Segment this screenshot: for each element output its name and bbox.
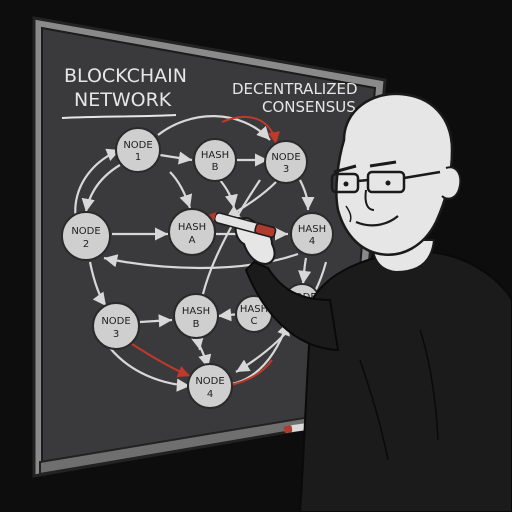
node-node3-left: NODE 3 <box>92 302 140 350</box>
node-node4: NODE 4 <box>187 363 233 409</box>
left-eye <box>343 181 349 187</box>
svg-text:HASH: HASH <box>178 222 206 233</box>
ear <box>441 166 462 200</box>
svg-text:HASH: HASH <box>182 306 210 317</box>
right-eyebrow <box>369 160 397 168</box>
svg-text:A: A <box>189 235 196 246</box>
svg-text:C: C <box>251 316 258 327</box>
svg-text:4: 4 <box>309 236 315 247</box>
svg-text:B: B <box>212 162 219 173</box>
left-eyebrow <box>333 164 357 174</box>
svg-text:NODE: NODE <box>101 316 130 327</box>
svg-text:B: B <box>193 319 200 330</box>
svg-text:2: 2 <box>83 239 89 250</box>
svg-text:NODE: NODE <box>123 140 152 151</box>
person <box>209 92 512 512</box>
node-node2: NODE 2 <box>61 211 111 261</box>
svg-text:3: 3 <box>283 164 289 175</box>
right-eye <box>385 180 391 186</box>
svg-text:NODE: NODE <box>71 226 100 237</box>
svg-text:HASH: HASH <box>240 304 268 315</box>
svg-text:HASH: HASH <box>298 224 326 235</box>
title-underline <box>61 114 177 119</box>
svg-text:NODE: NODE <box>271 152 300 163</box>
board-subtitle-line1: DECENTRALIZED <box>232 80 358 98</box>
smirk <box>355 215 399 227</box>
svg-text:NODE: NODE <box>195 376 224 387</box>
board-title-line1: BLOCKCHAIN <box>64 65 187 87</box>
svg-text:HASH: HASH <box>201 150 229 161</box>
node-node1: NODE 1 <box>115 127 161 173</box>
node-hashA: HASH A <box>168 208 216 256</box>
svg-text:3: 3 <box>113 329 119 340</box>
node-hashB-bottom: HASH B <box>173 293 219 339</box>
sweater <box>298 250 512 512</box>
marker-cap <box>283 425 293 433</box>
arm <box>244 260 340 352</box>
svg-text:4: 4 <box>207 389 213 400</box>
marker-icon <box>209 212 277 238</box>
glasses-icon <box>330 170 441 194</box>
nose <box>364 189 375 211</box>
cheek-line <box>345 205 352 223</box>
board-title-line2: NETWORK <box>74 89 172 111</box>
node-node3-right: NODE 3 <box>264 140 308 184</box>
node-hashB-top: HASH B <box>193 138 237 182</box>
node-hash4: HASH 4 <box>290 212 334 256</box>
board-subtitle-line2: CONSENSUS <box>262 98 356 116</box>
svg-text:1: 1 <box>135 152 141 163</box>
head <box>335 92 454 256</box>
